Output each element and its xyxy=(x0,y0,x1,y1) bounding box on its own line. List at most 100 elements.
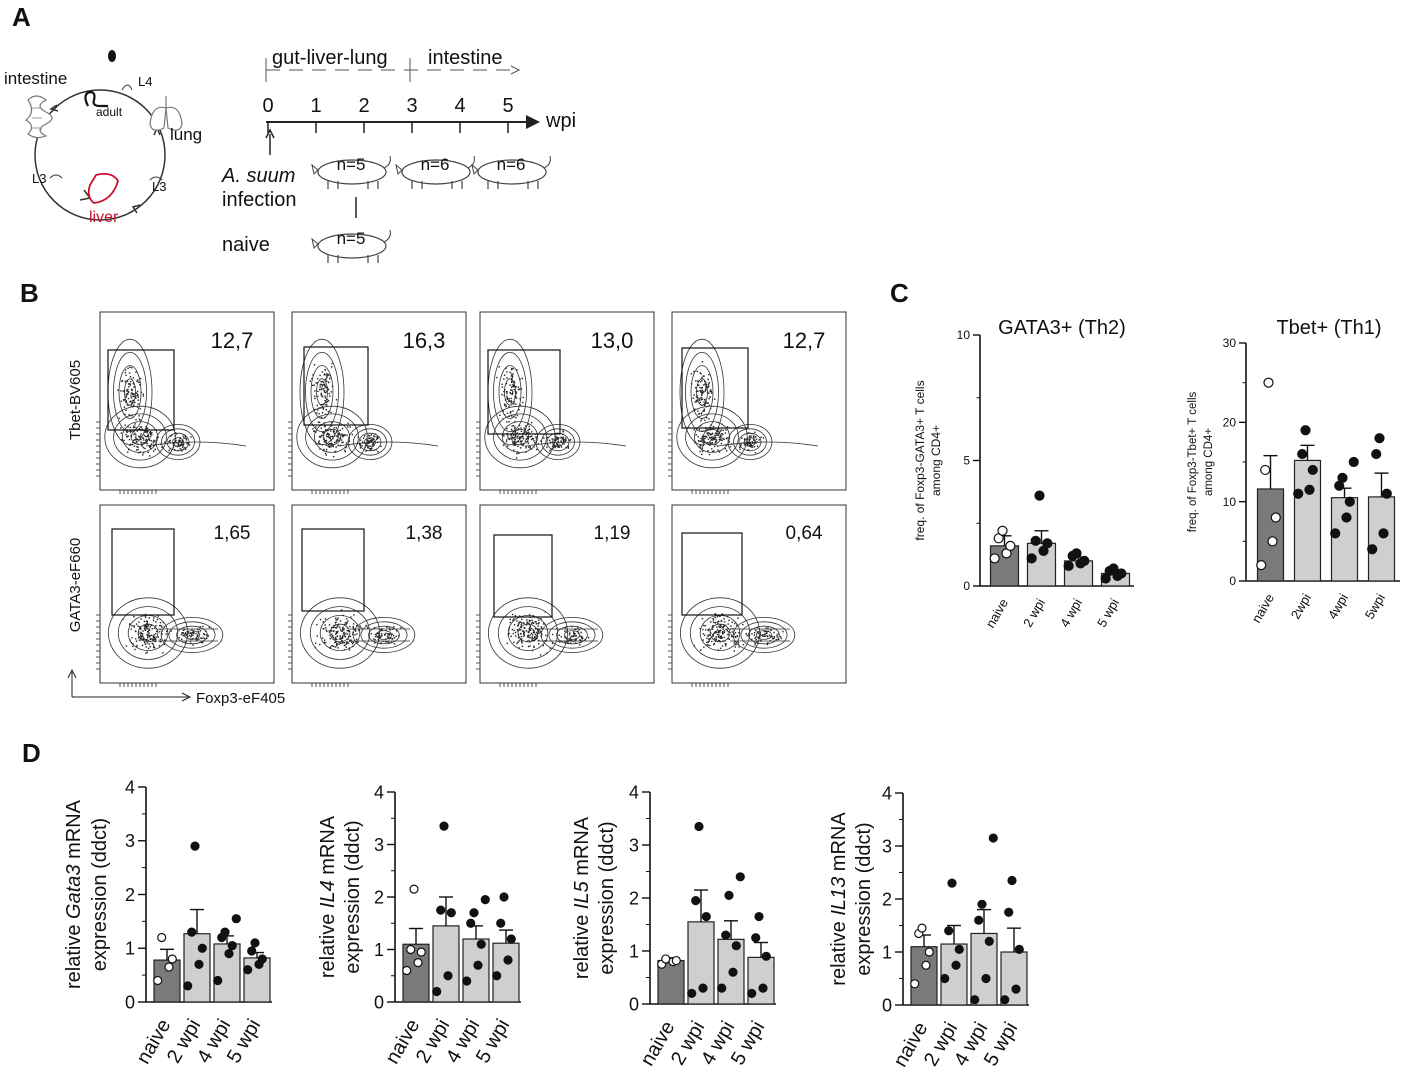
event-dot xyxy=(567,642,569,644)
event-dot xyxy=(511,389,513,391)
event-dot xyxy=(324,368,326,371)
event-dot xyxy=(331,435,334,438)
event-dot xyxy=(127,448,130,451)
event-dot xyxy=(129,431,132,433)
event-dot xyxy=(387,636,390,638)
event-dot xyxy=(141,634,144,636)
event-dot xyxy=(704,403,707,405)
event-dot xyxy=(511,376,514,378)
contour-line xyxy=(556,625,588,645)
event-dot xyxy=(336,625,339,628)
event-dot xyxy=(320,380,322,383)
event-dot xyxy=(337,617,339,619)
event-dot xyxy=(516,414,519,417)
event-dot xyxy=(322,628,324,630)
event-dot xyxy=(709,432,711,435)
y-axis-label: relative Gata3 mRNA xyxy=(63,799,85,989)
event-dot xyxy=(181,440,183,443)
event-dot xyxy=(313,430,315,432)
y-axis-label-line2: among CD4+ xyxy=(1203,428,1215,496)
event-dot xyxy=(193,632,195,634)
event-dot xyxy=(208,626,211,629)
event-dot xyxy=(352,641,355,644)
event-dot xyxy=(704,419,706,421)
data-point xyxy=(1267,536,1278,547)
event-dot xyxy=(178,439,181,442)
event-dot xyxy=(534,628,537,630)
event-dot xyxy=(535,448,538,451)
event-dot xyxy=(322,387,325,390)
event-dot xyxy=(319,388,321,391)
event-dot xyxy=(561,442,564,444)
event-dot xyxy=(318,440,320,442)
event-dot xyxy=(723,438,725,441)
event-dot xyxy=(701,453,703,456)
event-dot xyxy=(179,438,181,440)
gate-box xyxy=(487,349,561,435)
event-dot xyxy=(144,616,147,618)
gate-box xyxy=(681,532,743,616)
event-dot xyxy=(317,395,319,398)
gate-box xyxy=(303,346,369,426)
event-dot xyxy=(340,629,342,632)
event-dot xyxy=(719,629,722,632)
event-dot xyxy=(133,615,135,618)
event-dot xyxy=(751,638,753,641)
event-dot xyxy=(328,446,331,448)
event-dot xyxy=(736,634,739,637)
event-dot xyxy=(501,386,504,388)
bar xyxy=(462,938,490,1003)
event-dot xyxy=(510,635,512,638)
event-dot xyxy=(508,399,510,402)
event-dot xyxy=(326,630,328,633)
event-dot xyxy=(535,436,537,438)
event-dot xyxy=(353,614,355,616)
event-dot xyxy=(338,638,341,640)
event-dot xyxy=(514,432,517,434)
event-dot xyxy=(718,640,721,642)
event-dot xyxy=(343,641,346,644)
event-dot xyxy=(754,440,756,442)
event-dot xyxy=(751,441,753,443)
event-dot xyxy=(359,443,361,445)
event-dot xyxy=(346,622,348,625)
event-dot xyxy=(174,437,177,440)
event-dot xyxy=(117,389,119,391)
event-dot xyxy=(330,411,332,414)
event-dot xyxy=(755,629,757,632)
event-dot xyxy=(743,444,746,446)
event-dot xyxy=(317,390,319,393)
event-dot xyxy=(202,625,204,628)
event-dot xyxy=(356,625,358,627)
event-dot xyxy=(731,631,734,633)
event-dot xyxy=(513,425,515,427)
event-dot xyxy=(130,443,132,446)
event-dot xyxy=(525,438,528,441)
event-dot xyxy=(138,626,141,628)
event-dot xyxy=(342,441,344,444)
event-dot xyxy=(506,427,508,430)
event-dot xyxy=(361,445,363,447)
contour-line xyxy=(299,597,380,669)
event-dot xyxy=(134,426,136,428)
event-dot xyxy=(700,437,702,440)
event-dot xyxy=(510,389,512,391)
event-dot xyxy=(750,444,752,446)
y-tick-label: 2 xyxy=(125,885,135,905)
event-dot xyxy=(129,376,132,378)
event-dot xyxy=(771,635,773,638)
event-dot xyxy=(339,628,342,630)
event-dot xyxy=(713,450,715,452)
contour-line xyxy=(689,606,751,660)
event-dot xyxy=(370,633,373,635)
event-dot xyxy=(370,438,373,441)
event-dot xyxy=(712,618,714,620)
event-dot xyxy=(375,438,378,441)
intestine-icon xyxy=(24,95,53,139)
event-dot xyxy=(318,413,320,415)
event-dot xyxy=(779,636,782,638)
event-dot xyxy=(756,631,759,633)
event-dot xyxy=(700,413,703,415)
event-dot xyxy=(530,421,533,424)
event-dot xyxy=(145,652,147,655)
